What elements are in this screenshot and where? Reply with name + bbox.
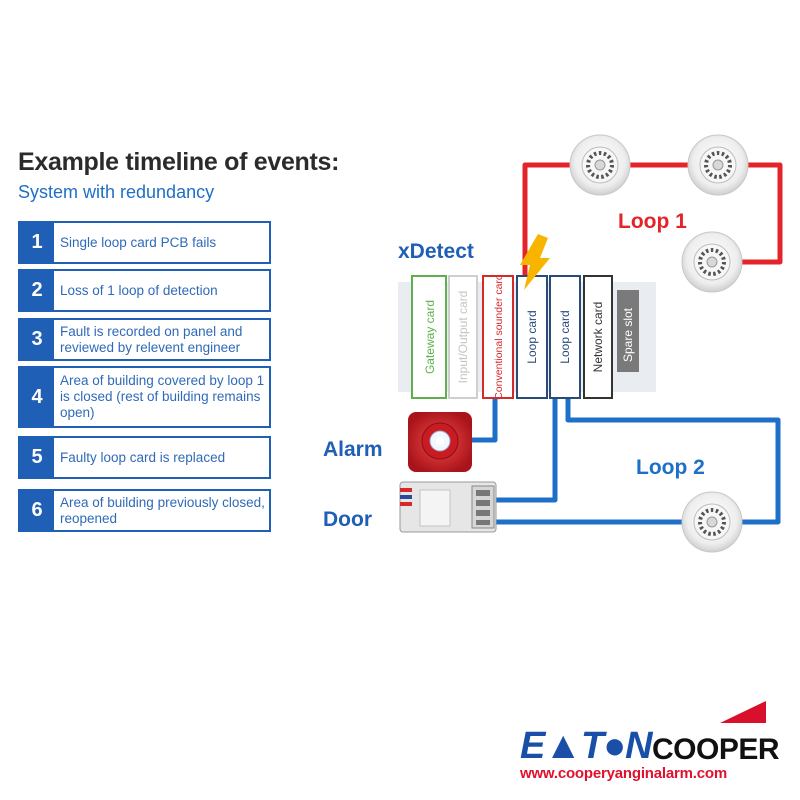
loop2-wiring [472,398,781,525]
loop2-label: Loop 2 [636,456,705,479]
step-text: Faulty loop card is replaced [60,449,226,465]
step-number: 6 [20,491,54,530]
sounder-card [482,275,514,399]
card-label: Conventional sounder card [493,274,505,400]
step-number: 2 [20,271,54,310]
panel-label: xDetect [398,240,474,263]
step-3: 3 Fault is recorded on panel and reviewe… [18,318,271,361]
step-number: 3 [20,320,54,359]
card-label: Input/Output card [456,291,470,384]
smoke-detector-icon [680,490,744,554]
smoke-detector-icon [680,230,744,294]
brand-logo: E▲T●N COOPER www.cooperyanginalarm.com [520,701,790,785]
xdetect-panel: Gateway card Input/Output card Conventio… [398,274,656,400]
loop1-label: Loop 1 [618,210,687,233]
step-text: Fault is recorded on panel and reviewed … [60,323,243,355]
door-label: Door [323,508,372,531]
card-label: Spare slot [621,307,635,362]
step-text: Single loop card PCB fails [60,234,217,250]
step-text: Area of building covered by loop 1 is cl… [60,373,265,420]
alarm-sounder-icon [408,412,472,472]
door-module-icon [399,481,497,533]
input-output-card [448,275,478,399]
smoke-detector-icon [686,133,750,197]
website-url: www.cooperyanginalarm.com [520,765,727,782]
step-number: 4 [20,368,54,426]
smoke-detector-icon [568,133,632,197]
loop1-wiring [522,162,783,300]
step-number: 1 [20,223,54,262]
page-title: Example timeline of events: [18,148,340,176]
card-label: Loop card [525,310,539,363]
step-2: 2 Loss of 1 loop of detection [18,269,271,312]
card-label: Network card [591,302,605,373]
eaton-wordmark: E▲T●N [520,725,653,767]
lightning-bolt-icon [520,234,550,290]
step-text: Area of building previously closed, reop… [60,494,265,526]
spare-slot [617,290,639,372]
card-label: Loop card [558,310,572,363]
alarm-label: Alarm [323,438,383,461]
page-subtitle: System with redundancy [18,182,215,202]
step-1: 1 Single loop card PCB fails [18,221,271,264]
cooper-wordmark: COOPER [652,733,780,766]
step-text: Loss of 1 loop of detection [60,282,218,298]
gateway-card [411,275,447,399]
step-6: 6 Area of building previously closed, re… [18,489,271,532]
step-4: 4 Area of building covered by loop 1 is … [18,366,271,428]
step-number: 5 [20,438,54,477]
step-5: 5 Faulty loop card is replaced [18,436,271,479]
loop-card-2 [549,275,581,399]
card-label: Gateway card [423,300,437,374]
network-card [583,275,613,399]
